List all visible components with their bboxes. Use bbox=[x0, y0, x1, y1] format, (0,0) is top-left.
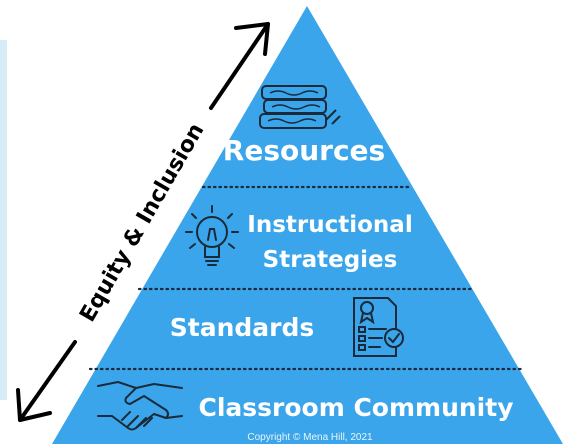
tier-label-instructional: Instructional bbox=[247, 212, 412, 238]
arrow-up-icon bbox=[209, 22, 270, 110]
checklist-document-icon bbox=[353, 297, 404, 357]
tier-label-resources: Resources bbox=[223, 134, 385, 167]
pyramid-shape bbox=[52, 6, 563, 444]
left-edge-strip bbox=[0, 40, 7, 400]
tier-label-classroom-community: Classroom Community bbox=[198, 393, 513, 422]
tier-label-standards: Standards bbox=[170, 313, 315, 342]
books-icon bbox=[259, 85, 341, 129]
tier-label-strategies: Strategies bbox=[263, 247, 398, 273]
copyright-text: Copyright © Mena Hill, 2021 bbox=[247, 432, 373, 443]
lightbulb-icon bbox=[185, 205, 239, 266]
handshake-icon bbox=[97, 381, 183, 431]
arrow-down-icon bbox=[16, 340, 77, 422]
